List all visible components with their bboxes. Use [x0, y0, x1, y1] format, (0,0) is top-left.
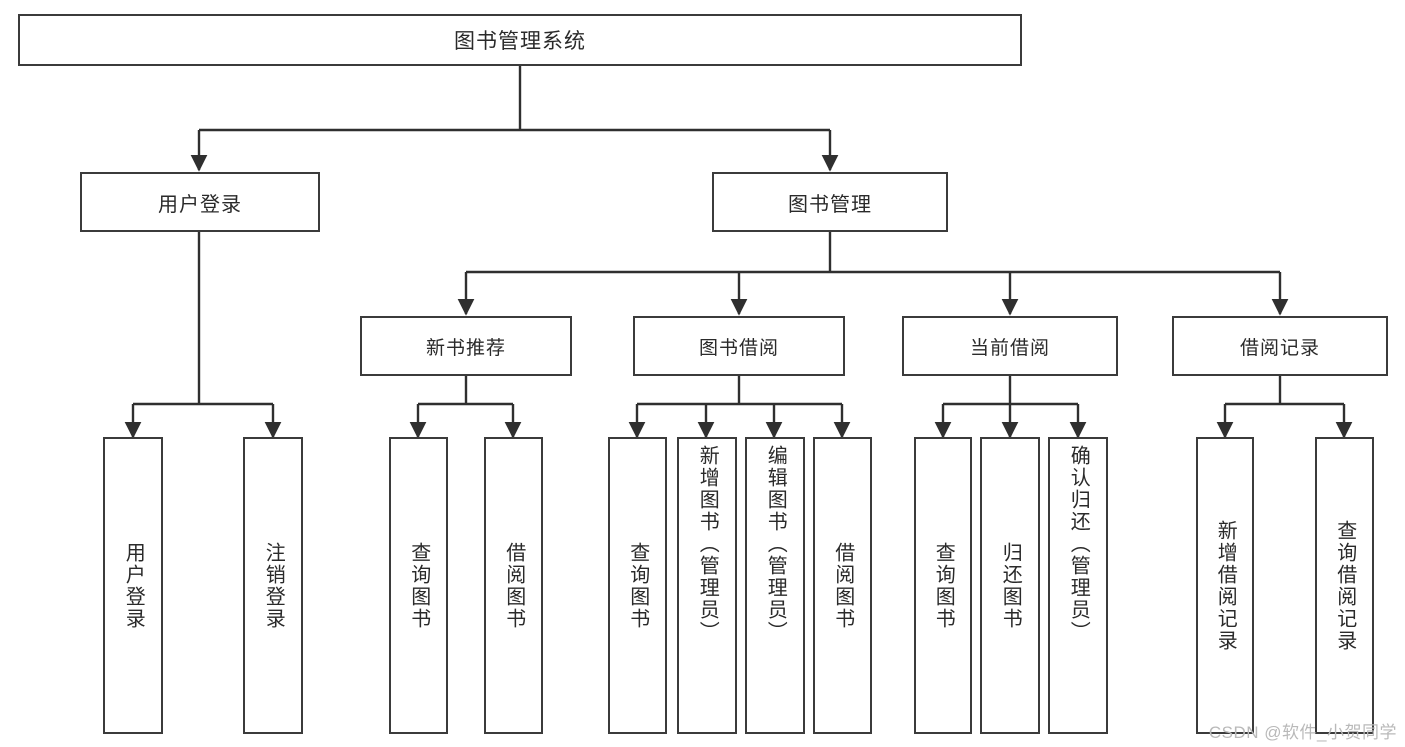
node-root[interactable]: 图书管理系统 — [18, 14, 1022, 66]
leaf-add-borrow-record-label: 新增借阅记录 — [1214, 519, 1237, 652]
leaf-query-book-borrow[interactable]: 查询图书 — [608, 437, 667, 734]
node-book-borrow-label: 图书借阅 — [698, 337, 779, 359]
node-book-borrow[interactable]: 图书借阅 — [633, 316, 845, 376]
leaf-confirm-return-admin-label: 确认归还（管理员） — [1067, 445, 1090, 643]
leaf-borrow-book-recommend-label: 借阅图书 — [502, 541, 525, 630]
leaf-borrow-book-recommend[interactable]: 借阅图书 — [484, 437, 543, 734]
leaf-query-borrow-record-label: 查询借阅记录 — [1333, 519, 1356, 652]
leaf-user-login-label: 用户登录 — [122, 541, 145, 630]
node-borrow-record[interactable]: 借阅记录 — [1172, 316, 1388, 376]
csdn-watermark: CSDN @软件_小贺同学 — [1208, 723, 1397, 742]
node-borrow-record-label: 借阅记录 — [1239, 337, 1320, 359]
leaf-query-book-recommend[interactable]: 查询图书 — [389, 437, 448, 734]
leaf-user-login[interactable]: 用户登录 — [103, 437, 163, 734]
leaf-return-book-label: 归还图书 — [999, 541, 1022, 630]
node-root-label: 图书管理系统 — [454, 30, 586, 53]
node-book-management-label: 图书管理 — [788, 193, 872, 216]
node-user-login-label: 用户登录 — [158, 193, 242, 216]
node-new-book-recommend-label: 新书推荐 — [425, 337, 506, 359]
node-user-login[interactable]: 用户登录 — [80, 172, 320, 232]
leaf-add-book-admin-label: 新增图书（管理员） — [696, 445, 719, 643]
node-book-management[interactable]: 图书管理 — [712, 172, 948, 232]
node-current-borrow[interactable]: 当前借阅 — [902, 316, 1118, 376]
leaf-edit-book-admin[interactable]: 编辑图书（管理员） — [745, 437, 805, 734]
leaf-query-book-borrow-label: 查询图书 — [626, 541, 649, 630]
node-new-book-recommend[interactable]: 新书推荐 — [360, 316, 572, 376]
leaf-query-book-recommend-label: 查询图书 — [407, 541, 430, 630]
leaf-edit-book-admin-label: 编辑图书（管理员） — [764, 445, 787, 643]
leaf-add-borrow-record[interactable]: 新增借阅记录 — [1196, 437, 1254, 734]
leaf-query-book-current[interactable]: 查询图书 — [914, 437, 972, 734]
leaf-add-book-admin[interactable]: 新增图书（管理员） — [677, 437, 737, 734]
leaf-borrow-book-label: 借阅图书 — [831, 541, 854, 630]
leaf-query-book-current-label: 查询图书 — [932, 541, 955, 630]
leaf-logout[interactable]: 注销登录 — [243, 437, 303, 734]
leaf-borrow-book[interactable]: 借阅图书 — [813, 437, 872, 734]
leaf-logout-label: 注销登录 — [262, 541, 285, 630]
leaf-return-book[interactable]: 归还图书 — [980, 437, 1040, 734]
leaf-query-borrow-record[interactable]: 查询借阅记录 — [1315, 437, 1374, 734]
node-current-borrow-label: 当前借阅 — [969, 337, 1050, 359]
leaf-confirm-return-admin[interactable]: 确认归还（管理员） — [1048, 437, 1108, 734]
